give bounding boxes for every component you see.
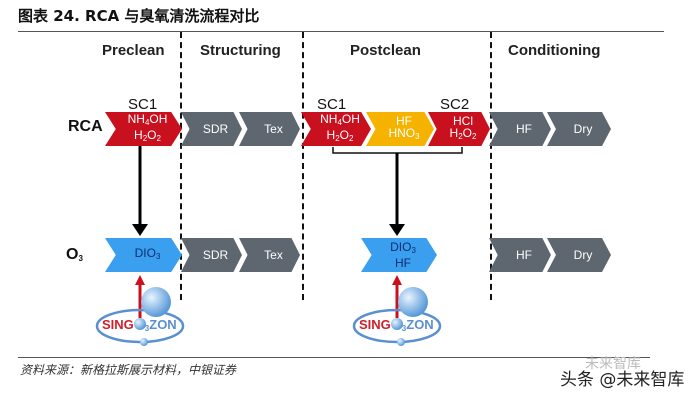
phase-structuring: Structuring: [200, 42, 281, 59]
phase-conditioning: Conditioning: [508, 42, 601, 59]
rca-step-sdr: SDR: [181, 112, 242, 146]
phase-divider: [490, 32, 492, 300]
sc1-label: SC1: [128, 96, 158, 113]
phase-preclean: Preclean: [102, 42, 165, 59]
source-note: 资料来源：新格拉斯展示材料，中银证券: [20, 363, 237, 377]
row-label-o3: O3: [66, 246, 83, 263]
o3-step-dio3-preclean: DIO3: [105, 238, 182, 272]
rca-step-dry: Dry: [547, 112, 611, 146]
o3-step-tex: Tex: [239, 238, 300, 272]
rca-step-tex: Tex: [239, 112, 300, 146]
arrowhead-icon: [389, 224, 405, 236]
bracket: [332, 147, 463, 154]
sc1-label: SC1: [317, 96, 347, 113]
phase-divider: [180, 32, 182, 300]
rca-step-hf: HF: [489, 112, 551, 146]
arrowhead-icon: [132, 224, 148, 236]
arrowhead-icon: [135, 275, 145, 285]
o3-step-dry: Dry: [547, 238, 611, 272]
o3-step-sdr: SDR: [181, 238, 242, 272]
ozone-bubble-icon: [95, 287, 185, 346]
phase-postclean: Postclean: [350, 42, 421, 59]
phase-divider: [302, 32, 304, 300]
figure-title: 图表 24. RCA 与臭氧清洗流程对比: [18, 7, 260, 25]
ozone-bubble-icon: [352, 287, 442, 346]
top-rule: [18, 31, 664, 32]
watermark: 头条 @未来智库: [560, 370, 685, 390]
bottom-rule: [18, 357, 650, 358]
row-label-rca: RCA: [68, 118, 103, 135]
watermark-faint: 未来智库: [585, 355, 641, 371]
arrowhead-icon: [392, 275, 402, 285]
o3-step-hf: HF: [489, 238, 551, 272]
sc2-label: SC2: [440, 96, 470, 113]
